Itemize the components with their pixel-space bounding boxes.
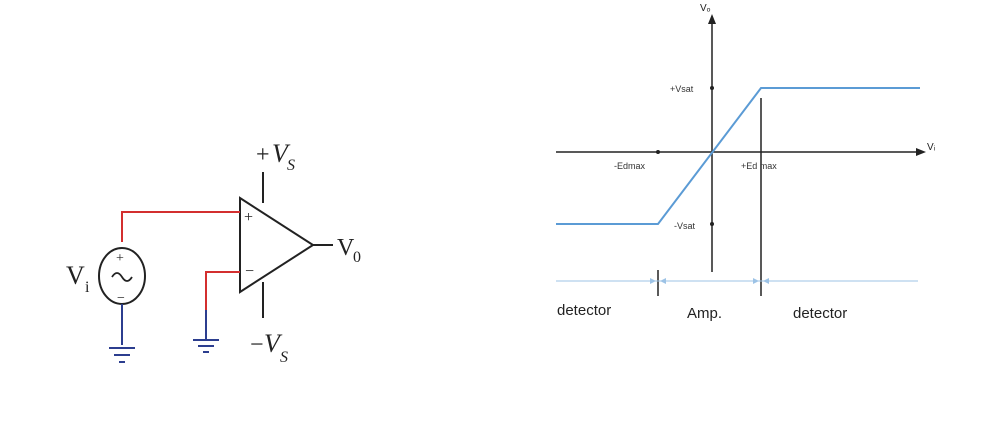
neg-sat-label: -Vsat: [674, 221, 696, 231]
pos-ed-label: +Ed max: [741, 161, 777, 171]
svg-text:i: i: [85, 279, 90, 296]
region-label-right: detector: [793, 305, 847, 322]
inverting-input-wire: [205, 271, 240, 310]
svg-text:V: V: [264, 329, 283, 358]
source-plus-sign: +: [116, 251, 124, 266]
vi-axis-label: Vᵢ: [927, 142, 936, 153]
pos-sat-label: +Vsat: [670, 84, 694, 94]
svg-text:S: S: [280, 349, 288, 366]
region-arrow-icon: [753, 278, 759, 284]
region-label-left: detector: [557, 302, 611, 319]
vo-axis-label: Vₒ: [700, 3, 711, 14]
transfer-curve: [556, 87, 920, 225]
output-label: V 0: [337, 235, 361, 266]
input-wire: [121, 211, 240, 242]
pos-sat-marker: [710, 86, 714, 90]
inverting-input-sign: −: [245, 263, 254, 280]
svg-text:V: V: [337, 235, 355, 261]
svg-text:V: V: [66, 261, 85, 290]
region-arrow-icon: [660, 278, 666, 284]
neg-ed-label: -Edmax: [614, 161, 646, 171]
opamp-triangle: [239, 196, 315, 294]
ac-wave-icon: [111, 272, 133, 282]
ground-symbol-left: [109, 347, 135, 363]
noninverting-input-sign: +: [244, 209, 253, 226]
vo-axis-arrow-icon: [708, 14, 716, 24]
neg-sat-marker: [710, 222, 714, 226]
region-arrow-icon: [650, 278, 656, 284]
vi-axis-arrow-icon: [916, 148, 926, 156]
positive-supply-label: + V S: [256, 139, 295, 174]
opamp-circuit: + V S + − − V S V 0: [66, 139, 361, 366]
svg-text:−: −: [250, 332, 264, 358]
svg-text:+: +: [256, 142, 270, 168]
negative-supply-label: − V S: [250, 329, 288, 366]
svg-text:S: S: [287, 157, 295, 174]
svg-text:0: 0: [353, 249, 361, 266]
region-arrow-icon: [763, 278, 769, 284]
region-label-middle: Amp.: [687, 305, 722, 322]
neg-ed-marker: [656, 150, 660, 154]
transfer-characteristic: Vₒ Vᵢ +Vsat -Vsat -Edmax +Ed max detecto…: [556, 3, 936, 322]
input-voltage-label: V i: [66, 261, 90, 296]
ground-symbol-right: [193, 339, 219, 353]
svg-text:V: V: [272, 139, 291, 168]
source-minus-sign: −: [117, 291, 125, 306]
